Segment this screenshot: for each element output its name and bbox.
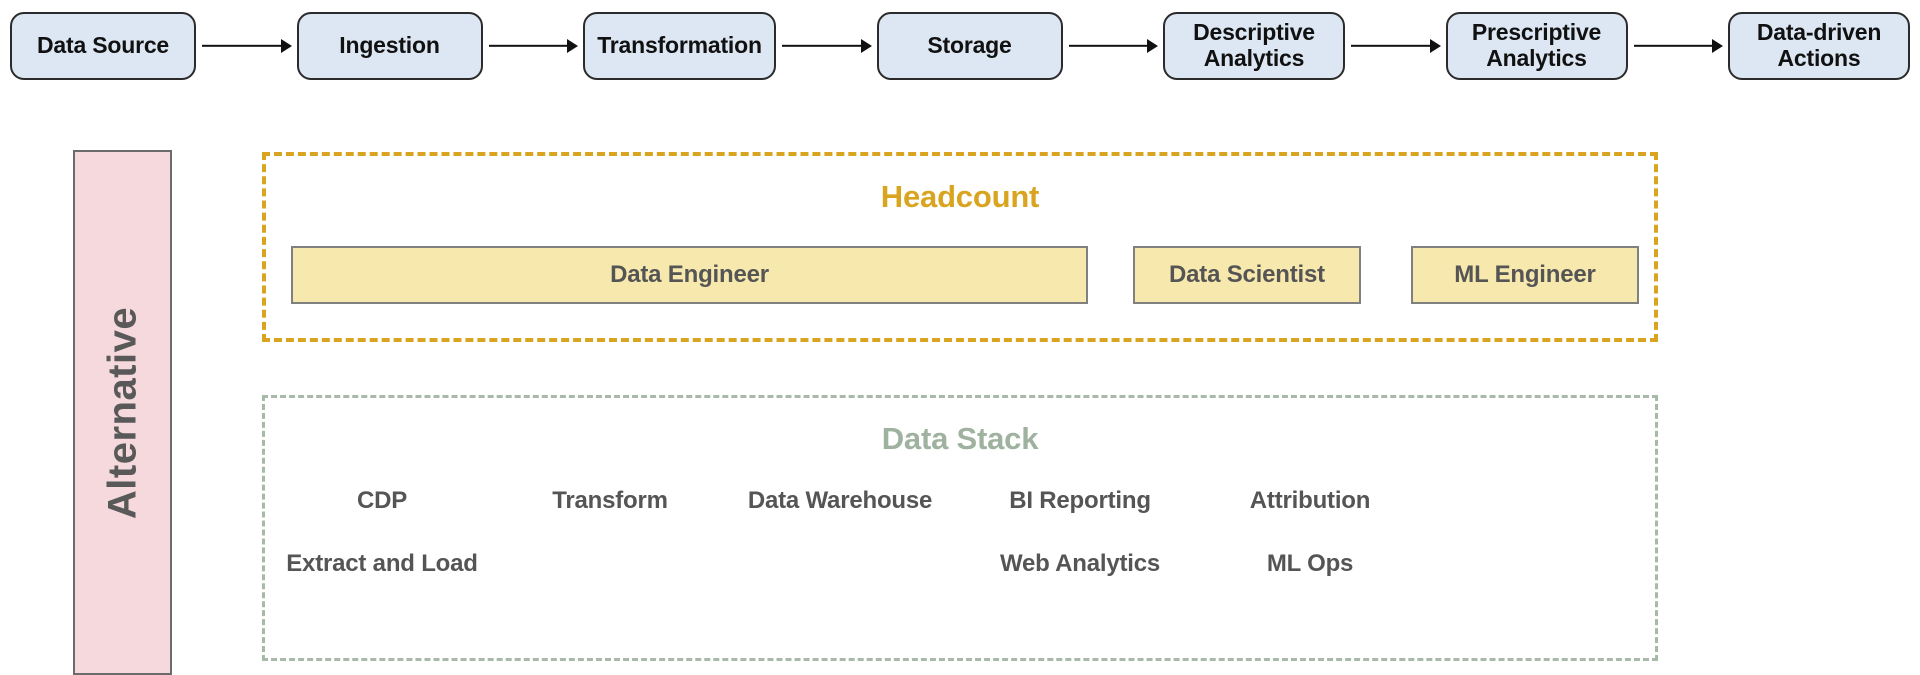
data-stack-cell-extract-and-load[interactable]: Extract and Load xyxy=(286,550,478,577)
data-stack-cell-web-analytics[interactable]: Web Analytics xyxy=(999,550,1161,577)
arrow-right-icon xyxy=(1628,36,1729,56)
data-stack-cell-ml-ops[interactable]: ML Ops xyxy=(1266,550,1354,577)
data-stack-row: Extract and Load Web Analytics ML Ops xyxy=(265,549,1655,612)
pipeline-stage-storage[interactable]: Storage xyxy=(876,12,1063,80)
pipeline-stage-label: Descriptive Analytics xyxy=(1193,19,1315,71)
data-stack-title: Data Stack xyxy=(881,421,1039,456)
alternative-section-bar: Alternative xyxy=(73,150,172,675)
pipeline-stage-label: Ingestion xyxy=(339,32,440,59)
data-stack-cell-data-warehouse[interactable]: Data Warehouse xyxy=(747,487,933,514)
arrow-right-icon xyxy=(196,36,297,56)
role-label: Data Scientist xyxy=(1169,261,1325,288)
arrow-right-icon xyxy=(1063,36,1164,56)
role-label: Data Engineer xyxy=(610,261,769,288)
arrow-right-icon xyxy=(776,36,877,56)
data-pipeline-flow: Data Source Ingestion Transformation Sto… xyxy=(0,8,1920,84)
role-label: ML Engineer xyxy=(1454,261,1596,288)
headcount-title: Headcount xyxy=(880,179,1040,214)
arrow-right-icon xyxy=(1345,36,1446,56)
data-stack-grid: CDP Transform Data Warehouse BI Reportin… xyxy=(265,486,1655,612)
data-stack-cell-attribution[interactable]: Attribution xyxy=(1249,487,1371,514)
pipeline-stage-ingestion[interactable]: Ingestion xyxy=(296,12,483,80)
pipeline-stage-label: Data Source xyxy=(36,32,169,59)
data-stack-cell-bi-reporting[interactable]: BI Reporting xyxy=(1009,487,1151,514)
data-stack-cell-cdp[interactable]: CDP xyxy=(356,487,408,514)
pipeline-stage-prescriptive-analytics[interactable]: Prescriptive Analytics xyxy=(1445,12,1628,80)
data-stack-cell-transform[interactable]: Transform xyxy=(552,487,668,514)
role-box-data-engineer[interactable]: Data Engineer xyxy=(291,246,1088,304)
pipeline-stage-transformation[interactable]: Transformation xyxy=(583,12,776,80)
pipeline-stage-descriptive-analytics[interactable]: Descriptive Analytics xyxy=(1163,12,1345,80)
pipeline-stage-data-driven-actions[interactable]: Data-driven Actions xyxy=(1728,12,1910,80)
role-box-data-scientist[interactable]: Data Scientist xyxy=(1133,246,1361,304)
headcount-roles-row: Data Engineer Data Scientist ML Engineer xyxy=(266,246,1654,304)
data-stack-row: CDP Transform Data Warehouse BI Reportin… xyxy=(265,486,1655,549)
role-box-ml-engineer[interactable]: ML Engineer xyxy=(1411,246,1639,304)
arrow-right-icon xyxy=(483,36,584,56)
headcount-group: Headcount Data Engineer Data Scientist M… xyxy=(262,152,1658,342)
pipeline-stage-data-source[interactable]: Data Source xyxy=(10,12,196,80)
alternative-label: Alternative xyxy=(100,306,144,519)
pipeline-stage-label: Data-driven Actions xyxy=(1756,19,1882,71)
pipeline-stage-label: Transformation xyxy=(597,32,762,59)
data-stack-group: Data Stack CDP Transform Data Warehouse … xyxy=(262,395,1658,661)
pipeline-stage-label: Prescriptive Analytics xyxy=(1471,19,1602,71)
pipeline-stage-label: Storage xyxy=(927,32,1012,59)
